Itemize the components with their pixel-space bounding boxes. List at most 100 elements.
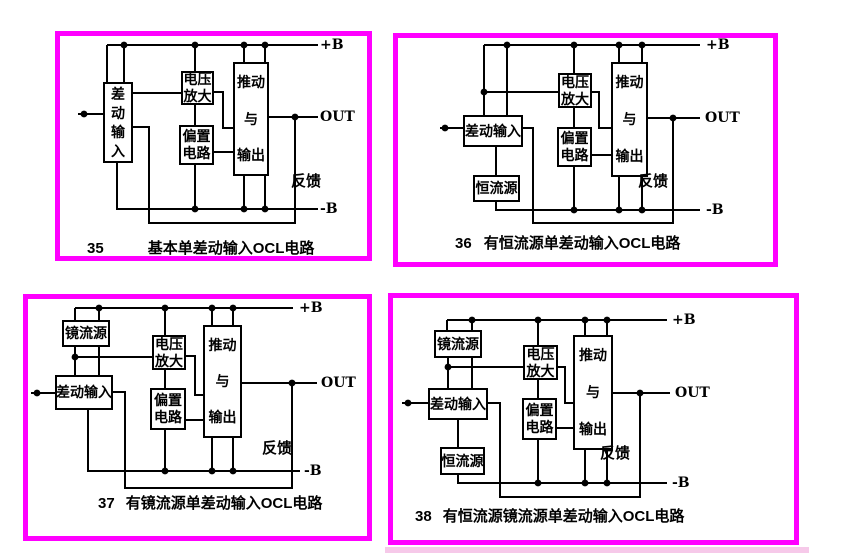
block-diff-input: 差 动 输 入	[103, 82, 133, 163]
label-negative-rail: -B	[706, 202, 724, 218]
figure-caption: 37 有镜流源单差动输入OCL电路	[98, 492, 322, 513]
label-output: OUT	[320, 109, 355, 125]
block-voltage-amp: 电压 放大	[152, 335, 186, 370]
block-label-line: 电压	[526, 345, 555, 362]
block-label-line: 放大	[561, 90, 589, 107]
figure-panel-36: 差动输入 恒流源 电压 放大 偏置 电路 推动 与 输出 +B OUT 反馈 -…	[393, 33, 778, 267]
block-constant-current-source: 恒流源	[440, 447, 485, 475]
block-label-line: 镜流源	[65, 325, 107, 341]
figure-caption: 35 基本单差动输入OCL电路	[87, 237, 314, 258]
figure-title: 有镜流源单差动输入OCL电路	[125, 495, 323, 512]
block-label-line: 与	[215, 373, 230, 389]
block-label-line: 电路	[560, 147, 589, 163]
block-label-line: 偏置	[525, 402, 554, 418]
label-negative-rail: -B	[304, 463, 322, 479]
figure-title: 有恒流源镜流源单差动输入OCL电路	[442, 508, 685, 525]
block-driver-output: 推动 与 输出	[233, 62, 269, 176]
block-label-line: 输	[111, 123, 125, 140]
block-label-line: 放大	[526, 362, 555, 379]
junction-dots	[404, 316, 644, 487]
block-diff-input: 差动输入	[428, 388, 488, 420]
figure-panel-38: 镜流源 差动输入 恒流源 电压 放大 偏置 电路 推动 与 输出 +B OUT …	[388, 293, 799, 545]
block-bias-circuit: 偏置 电路	[150, 388, 186, 430]
block-label-line: 镜流源	[437, 335, 479, 352]
block-label-line: 恒流源	[441, 452, 484, 469]
block-label-line: 恒流源	[475, 180, 518, 196]
block-mirror-current-source: 镜流源	[434, 330, 482, 358]
block-label-line: 差动输入	[56, 384, 112, 400]
circuit-wires	[31, 304, 317, 489]
figure-panel-35: 差 动 输 入 电压 放大 偏置 电路 推动 与 输出 +B OUT 反馈 -B…	[55, 31, 372, 261]
figure-title: 有恒流源单差动输入OCL电路	[483, 235, 681, 252]
circuit-wires	[78, 41, 318, 224]
block-label-line: 电路	[154, 409, 182, 425]
label-positive-rail: +B	[299, 300, 323, 316]
block-label-line: 输出	[237, 147, 265, 163]
figure-number: 37	[98, 495, 115, 512]
label-output: OUT	[321, 375, 356, 391]
block-driver-output: 推动 与 输出	[203, 325, 242, 438]
block-label-line: 电路	[525, 419, 554, 435]
block-label-line: 输出	[208, 409, 237, 425]
wire-path	[31, 307, 317, 489]
figure-number: 35	[87, 240, 104, 257]
junction-dots	[33, 304, 296, 475]
wire-path	[402, 319, 670, 498]
block-label-line: 动	[111, 104, 125, 121]
block-label-line: 与	[586, 384, 600, 400]
block-label-line: 偏置	[154, 392, 182, 408]
block-label-line: 电压	[183, 71, 212, 87]
label-negative-rail: -B	[320, 201, 338, 217]
label-feedback: 反馈	[638, 173, 669, 190]
junction-dots	[80, 41, 299, 213]
label-positive-rail: +B	[672, 312, 696, 328]
block-label-line: 偏置	[182, 128, 211, 144]
label-feedback: 反馈	[600, 445, 631, 462]
label-feedback: 反馈	[262, 440, 293, 457]
block-constant-current-source: 恒流源	[473, 175, 520, 202]
figure-panel-37: 镜流源 差动输入 电压 放大 偏置 电路 推动 与 输出 +B OUT 反馈 -…	[23, 294, 372, 541]
figure-caption: 36 有恒流源单差动输入OCL电路	[455, 232, 680, 253]
label-negative-rail: -B	[672, 475, 690, 491]
block-label-line: 推动	[579, 347, 607, 363]
block-mirror-current-source: 镜流源	[62, 320, 110, 347]
block-label-line: 与	[244, 110, 258, 127]
circuit-wires	[402, 316, 670, 498]
label-positive-rail: +B	[320, 37, 344, 53]
junction-dots	[441, 41, 677, 214]
block-label-line: 与	[622, 111, 637, 127]
figure-number: 36	[455, 235, 472, 252]
block-label-line: 放大	[155, 352, 183, 369]
block-bias-circuit: 偏置 电路	[179, 125, 214, 165]
block-label-line: 偏置	[560, 130, 589, 146]
block-label-line: 电压	[561, 73, 589, 90]
block-label-line: 推动	[237, 74, 265, 90]
block-label-line: 差动输入	[430, 395, 486, 412]
block-bias-circuit: 偏置 电路	[522, 398, 557, 440]
wire-path	[78, 44, 318, 224]
block-label-line: 电压	[155, 335, 183, 352]
block-diff-input: 差动输入	[463, 115, 523, 147]
block-bias-circuit: 偏置 电路	[557, 127, 592, 167]
block-label-line: 放大	[183, 88, 212, 104]
block-label-line: 差动输入	[465, 122, 521, 139]
block-label-line: 电路	[182, 145, 211, 161]
block-label-line: 入	[111, 142, 125, 159]
block-driver-output: 推动 与 输出	[573, 335, 613, 450]
scan-artifact-strip	[385, 547, 809, 553]
block-voltage-amp: 电压 放大	[523, 345, 558, 380]
block-diff-input: 差动输入	[55, 375, 113, 410]
block-label-line: 差	[111, 85, 125, 102]
block-label-line: 输出	[579, 421, 607, 437]
block-label-line: 推动	[208, 337, 237, 353]
block-label-line: 输出	[615, 148, 644, 164]
block-driver-output: 推动 与 输出	[611, 62, 648, 177]
circuit-wires	[440, 41, 700, 224]
label-output: OUT	[705, 110, 740, 126]
figure-title: 基本单差动输入OCL电路	[147, 240, 315, 257]
label-feedback: 反馈	[291, 173, 322, 190]
label-positive-rail: +B	[706, 37, 730, 53]
block-label-line: 推动	[615, 74, 644, 90]
